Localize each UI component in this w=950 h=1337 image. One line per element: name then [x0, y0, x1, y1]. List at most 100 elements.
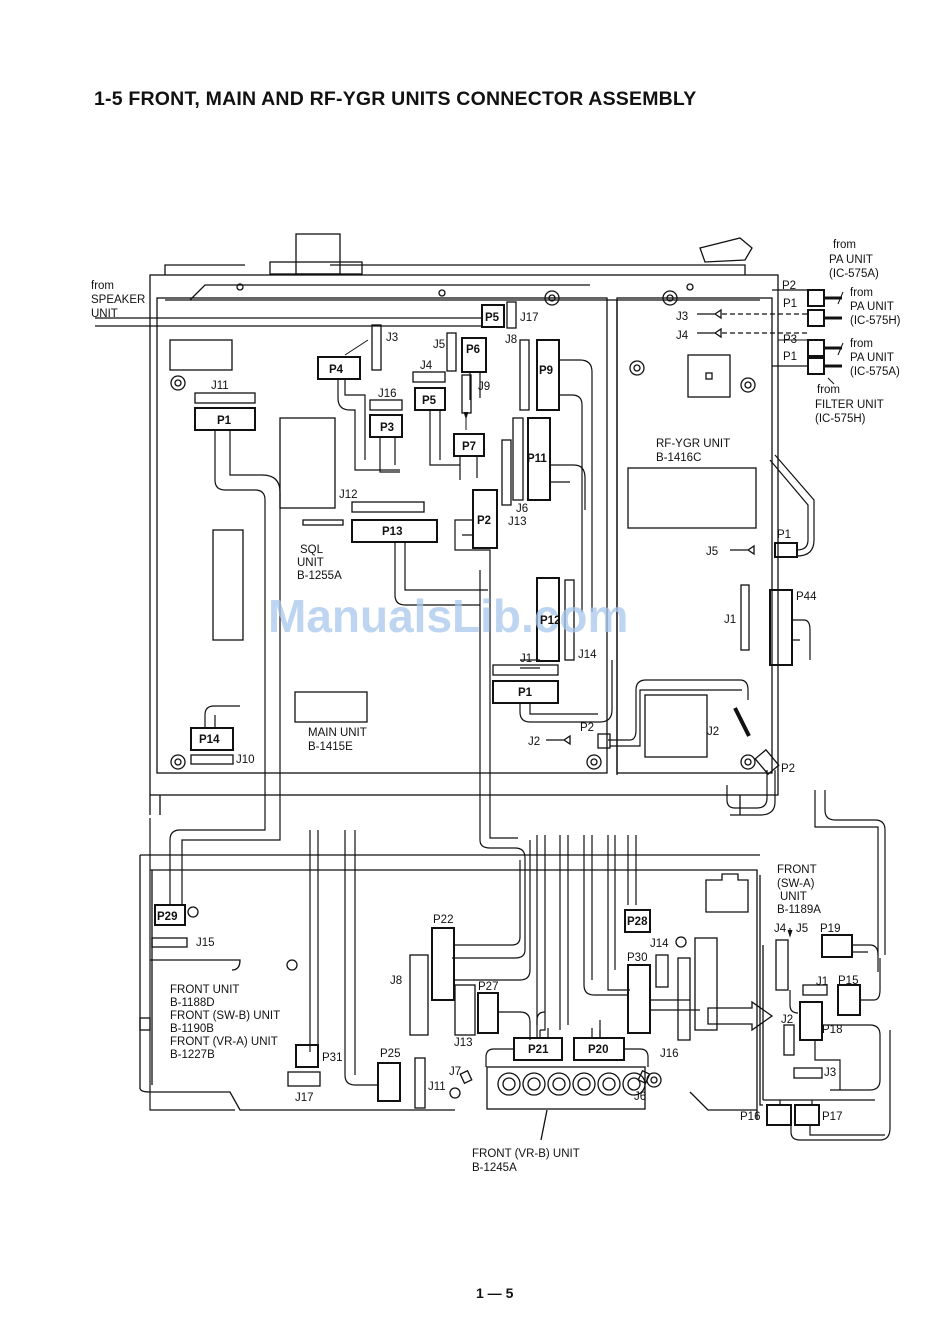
connector-rf-p1: P1 — [783, 298, 797, 310]
connector-p29: P29 — [157, 911, 177, 923]
connector-j8-b: J8 — [390, 975, 402, 987]
connector-j2: J2 — [528, 736, 540, 748]
connector-p18: P18 — [822, 1024, 842, 1036]
connector-p1-b: P1 — [518, 687, 533, 699]
connector-p13: P13 — [382, 526, 402, 538]
label-main-2: B-1415E — [308, 741, 353, 753]
label-main-1: MAIN UNIT — [308, 727, 367, 739]
label-swa-1: FRONT — [777, 864, 817, 876]
label-swa-3: UNIT — [780, 891, 807, 903]
connector-j10: J10 — [236, 754, 255, 766]
connector-rf-j4: J4 — [676, 330, 689, 342]
label-rf-unit-2: B-1416C — [656, 452, 701, 464]
connector-rf-p2: P2 — [782, 280, 796, 292]
label-pa-h-1: from — [850, 287, 873, 299]
connector-labels: P5 J17 J3 J5 P6 J8 P4 J4 J9 P9 J11 P1 J1… — [157, 280, 858, 1123]
label-pa-a-3: (IC-575A) — [829, 268, 879, 280]
connector-p4: P4 — [329, 364, 344, 376]
connector-p5: P5 — [485, 312, 500, 324]
connector-p20: P20 — [588, 1044, 608, 1056]
bottom-connectors — [151, 904, 861, 1126]
connector-j17-b: J17 — [295, 1092, 314, 1104]
connector-p5-b: P5 — [422, 395, 437, 407]
connector-p3: P3 — [380, 422, 394, 434]
connector-p6: P6 — [466, 344, 480, 356]
label-front-5: FRONT (VR-A) UNIT — [170, 1036, 278, 1048]
connector-p2: P2 — [477, 515, 491, 527]
connector-j4: J4 — [420, 360, 433, 372]
connector-p11: P11 — [527, 453, 547, 465]
connector-j9: J9 — [478, 381, 490, 393]
connector-sw-j2: J2 — [781, 1014, 793, 1026]
label-front-6: B-1227B — [170, 1049, 215, 1061]
label-front-1: FRONT UNIT — [170, 984, 239, 996]
connector-p9: P9 — [539, 365, 553, 377]
label-filter-3: (IC-575H) — [815, 413, 866, 425]
connector-j11: J11 — [211, 380, 229, 392]
connector-p31: P31 — [322, 1052, 342, 1064]
connector-j11-b: J11 — [428, 1081, 446, 1093]
connector-j15: J15 — [196, 937, 215, 949]
connector-rf-p1-c: P1 — [777, 529, 791, 541]
connector-rf-p3: P3 — [783, 334, 797, 346]
label-sql-2: UNIT — [297, 557, 324, 569]
connector-j8: J8 — [505, 334, 517, 346]
label-front-4: B-1190B — [170, 1023, 214, 1035]
watermark-text: ManualsLib.com — [268, 590, 628, 642]
label-sql-3: B-1255A — [297, 570, 342, 582]
connector-j14: J14 — [578, 649, 597, 661]
connector-j7: J7 — [449, 1066, 461, 1078]
top-chassis — [149, 233, 779, 815]
connector-rf-j1: J1 — [724, 614, 736, 626]
label-pa-a2-2: PA UNIT — [850, 352, 894, 364]
top-connectors — [190, 289, 842, 776]
connector-j16-b: J16 — [660, 1048, 679, 1060]
top-cables — [95, 289, 886, 955]
label-pa-a-1: from — [833, 239, 856, 251]
connector-p15: P15 — [838, 975, 858, 987]
connector-p1: P1 — [217, 415, 232, 427]
connector-j16: J16 — [378, 388, 397, 400]
label-front-3: FRONT (SW-B) UNIT — [170, 1010, 280, 1022]
connector-j6: J6 — [516, 503, 528, 515]
connector-p22: P22 — [433, 914, 453, 926]
connector-sw-j5: J5 — [796, 923, 808, 935]
unit-labels: from SPEAKER UNIT from PA UNIT (IC-575A)… — [91, 239, 901, 1174]
bottom-cables — [454, 840, 891, 1141]
connector-j3: J3 — [386, 332, 398, 344]
label-rf-unit-1: RF-YGR UNIT — [656, 438, 730, 450]
connector-p21: P21 — [528, 1044, 549, 1056]
connector-sw-j3: J3 — [824, 1067, 836, 1079]
label-from-speaker-1: from — [91, 280, 114, 292]
connector-p16: P16 — [740, 1111, 760, 1123]
connector-j6-b: J6 — [634, 1091, 646, 1103]
connector-p30: P30 — [627, 952, 647, 964]
connector-j13-b: J13 — [454, 1037, 473, 1049]
connector-rf-p44: P44 — [796, 591, 817, 603]
label-sql-1: SQL — [300, 544, 324, 556]
connector-j5: J5 — [433, 339, 445, 351]
connector-p27: P27 — [478, 981, 498, 993]
label-pa-h-3: (IC-575H) — [850, 315, 901, 327]
page-number: 1 — 5 — [476, 1285, 514, 1301]
label-pa-h-2: PA UNIT — [850, 301, 894, 313]
connector-j1: J1 — [520, 653, 532, 665]
connector-rf-j2: J2 — [707, 726, 719, 738]
label-pa-a2-1: from — [850, 338, 873, 350]
connector-p28: P28 — [627, 916, 648, 928]
label-filter-1: from — [817, 384, 840, 396]
connector-rf-p2-b: P2 — [781, 763, 795, 775]
connector-p17: P17 — [822, 1111, 842, 1123]
middle-cables — [149, 818, 637, 1111]
label-front-2: B-1188D — [170, 997, 215, 1009]
connector-rf-j3: J3 — [676, 311, 688, 323]
connector-p14: P14 — [199, 734, 220, 746]
pointer-lines — [344, 290, 844, 938]
connector-j12: J12 — [339, 489, 358, 501]
connector-p19: P19 — [820, 923, 840, 935]
label-vrb-1: FRONT (VR-B) UNIT — [472, 1148, 580, 1160]
connector-rf-j5: J5 — [706, 546, 718, 558]
label-from-speaker-2: SPEAKER — [91, 294, 145, 306]
connector-p2-b: P2 — [580, 722, 594, 734]
